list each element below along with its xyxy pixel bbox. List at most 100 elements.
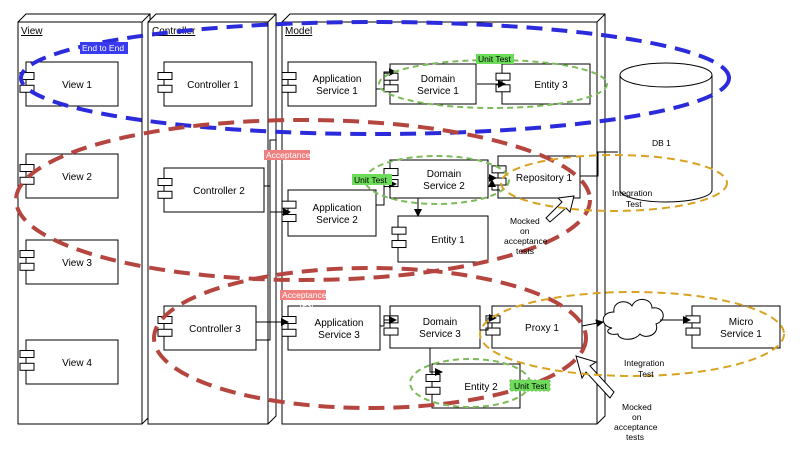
view-1-label: View 1	[62, 80, 92, 91]
controller-1-component: Controller 1	[157, 61, 253, 107]
connectors	[256, 68, 691, 376]
label-unit-test-2: Unit Test	[352, 174, 392, 185]
component-tab-icon	[281, 328, 297, 337]
component-tab-icon	[281, 84, 297, 93]
component-tab-icon	[425, 374, 441, 383]
svg-text:Unit Test: Unit Test	[354, 175, 388, 185]
view-2-label: View 2	[62, 172, 92, 183]
label-integration-1: Integration Test	[612, 188, 652, 209]
view-2-component: View 2	[19, 153, 119, 199]
component-tab-icon	[495, 84, 511, 93]
svg-text:Test: Test	[638, 369, 654, 379]
test-ellipses	[14, 20, 785, 410]
controller-2-component: Controller 2	[157, 167, 265, 213]
view-1-component: View 1	[19, 61, 119, 107]
component-tab-icon	[495, 72, 511, 81]
component-tab-icon	[383, 84, 399, 93]
component-tab-icon	[157, 72, 173, 81]
component-tab-icon	[19, 362, 35, 371]
svg-text:acceptance: acceptance	[504, 236, 548, 246]
svg-text:tests: tests	[516, 246, 534, 256]
integration-ellipse-1	[500, 154, 728, 212]
controller-3-label: Controller 3	[189, 324, 241, 335]
component-tab-icon	[157, 190, 173, 199]
component-tab-icon	[391, 240, 407, 249]
svg-text:on: on	[632, 412, 642, 422]
label-acceptance-2: Acceptance Test	[280, 290, 327, 310]
db-1-label: DB 1	[652, 138, 671, 148]
component-tab-icon	[19, 262, 35, 271]
svg-text:Test: Test	[298, 300, 314, 310]
model-column-title: Model	[285, 26, 312, 37]
repository-1-label: Repository 1	[516, 173, 573, 184]
view-3-label: View 3	[62, 258, 92, 269]
component-tab-icon	[157, 178, 173, 187]
svg-text:End to End: End to End	[82, 43, 124, 53]
label-unit-test-1: Unit Test	[476, 54, 514, 64]
component-tab-icon	[19, 176, 35, 185]
entity-3-component: Entity 3	[495, 63, 591, 105]
view-column-title: View	[21, 26, 43, 37]
svg-text:Integration: Integration	[624, 358, 664, 368]
note-mocked-2: Mocked on acceptance tests	[614, 402, 658, 442]
proxy-1-label: Proxy 1	[525, 323, 559, 334]
cloud-icon	[602, 299, 664, 340]
svg-text:tests: tests	[626, 432, 644, 442]
component-tab-icon	[157, 328, 173, 337]
note-mocked-1: Mocked on acceptance tests	[504, 216, 548, 256]
controller-3-component: Controller 3	[157, 305, 257, 351]
component-tab-icon	[19, 84, 35, 93]
view-4-component: View 4	[19, 339, 119, 385]
entity-3-label: Entity 3	[534, 80, 568, 91]
label-unit-test-3: Unit Test	[509, 379, 551, 392]
controller-2-label: Controller 2	[193, 186, 245, 197]
component-tab-icon	[685, 315, 701, 324]
end-to-end-ellipse	[19, 20, 731, 136]
repository-1-component: Repository 1	[491, 155, 581, 199]
label-integration-2: Integration Test	[624, 358, 664, 379]
svg-text:Mocked: Mocked	[622, 402, 652, 412]
db-1: DB 1	[619, 62, 713, 203]
entity-1-component: Entity 1	[391, 215, 489, 263]
component-tab-icon	[281, 214, 297, 223]
entity-1-label: Entity 1	[431, 235, 465, 246]
svg-text:Test: Test	[626, 199, 642, 209]
controller-column-title: Controller	[152, 26, 196, 37]
acceptance-ellipse-1	[14, 118, 592, 282]
view-4-label: View 4	[62, 358, 92, 369]
svg-text:Acceptance: Acceptance	[266, 150, 311, 160]
controller-1-label: Controller 1	[187, 80, 239, 91]
acceptance-ellipse-2	[152, 266, 588, 410]
component-tab-icon	[425, 386, 441, 395]
component-tab-icon	[281, 200, 297, 209]
svg-text:Unit Test: Unit Test	[478, 54, 512, 64]
component-tab-icon	[391, 226, 407, 235]
integration-ellipse-2	[479, 291, 785, 377]
svg-text:Test: Test	[282, 160, 298, 170]
pointer-arrow-1	[545, 195, 575, 223]
svg-text:Acceptance: Acceptance	[282, 290, 327, 300]
component-tab-icon	[491, 165, 507, 174]
component-tab-icon	[281, 72, 297, 81]
label-acceptance-1: Acceptance Test	[264, 150, 311, 170]
component-tab-icon	[485, 327, 501, 336]
entity-2-label: Entity 2	[464, 382, 498, 393]
view-3-component: View 3	[19, 239, 119, 285]
component-tab-icon	[383, 315, 399, 324]
view-column: View	[17, 13, 151, 425]
svg-text:Integration: Integration	[612, 188, 652, 198]
component-tab-icon	[491, 177, 507, 186]
svg-text:Mocked: Mocked	[510, 216, 540, 226]
